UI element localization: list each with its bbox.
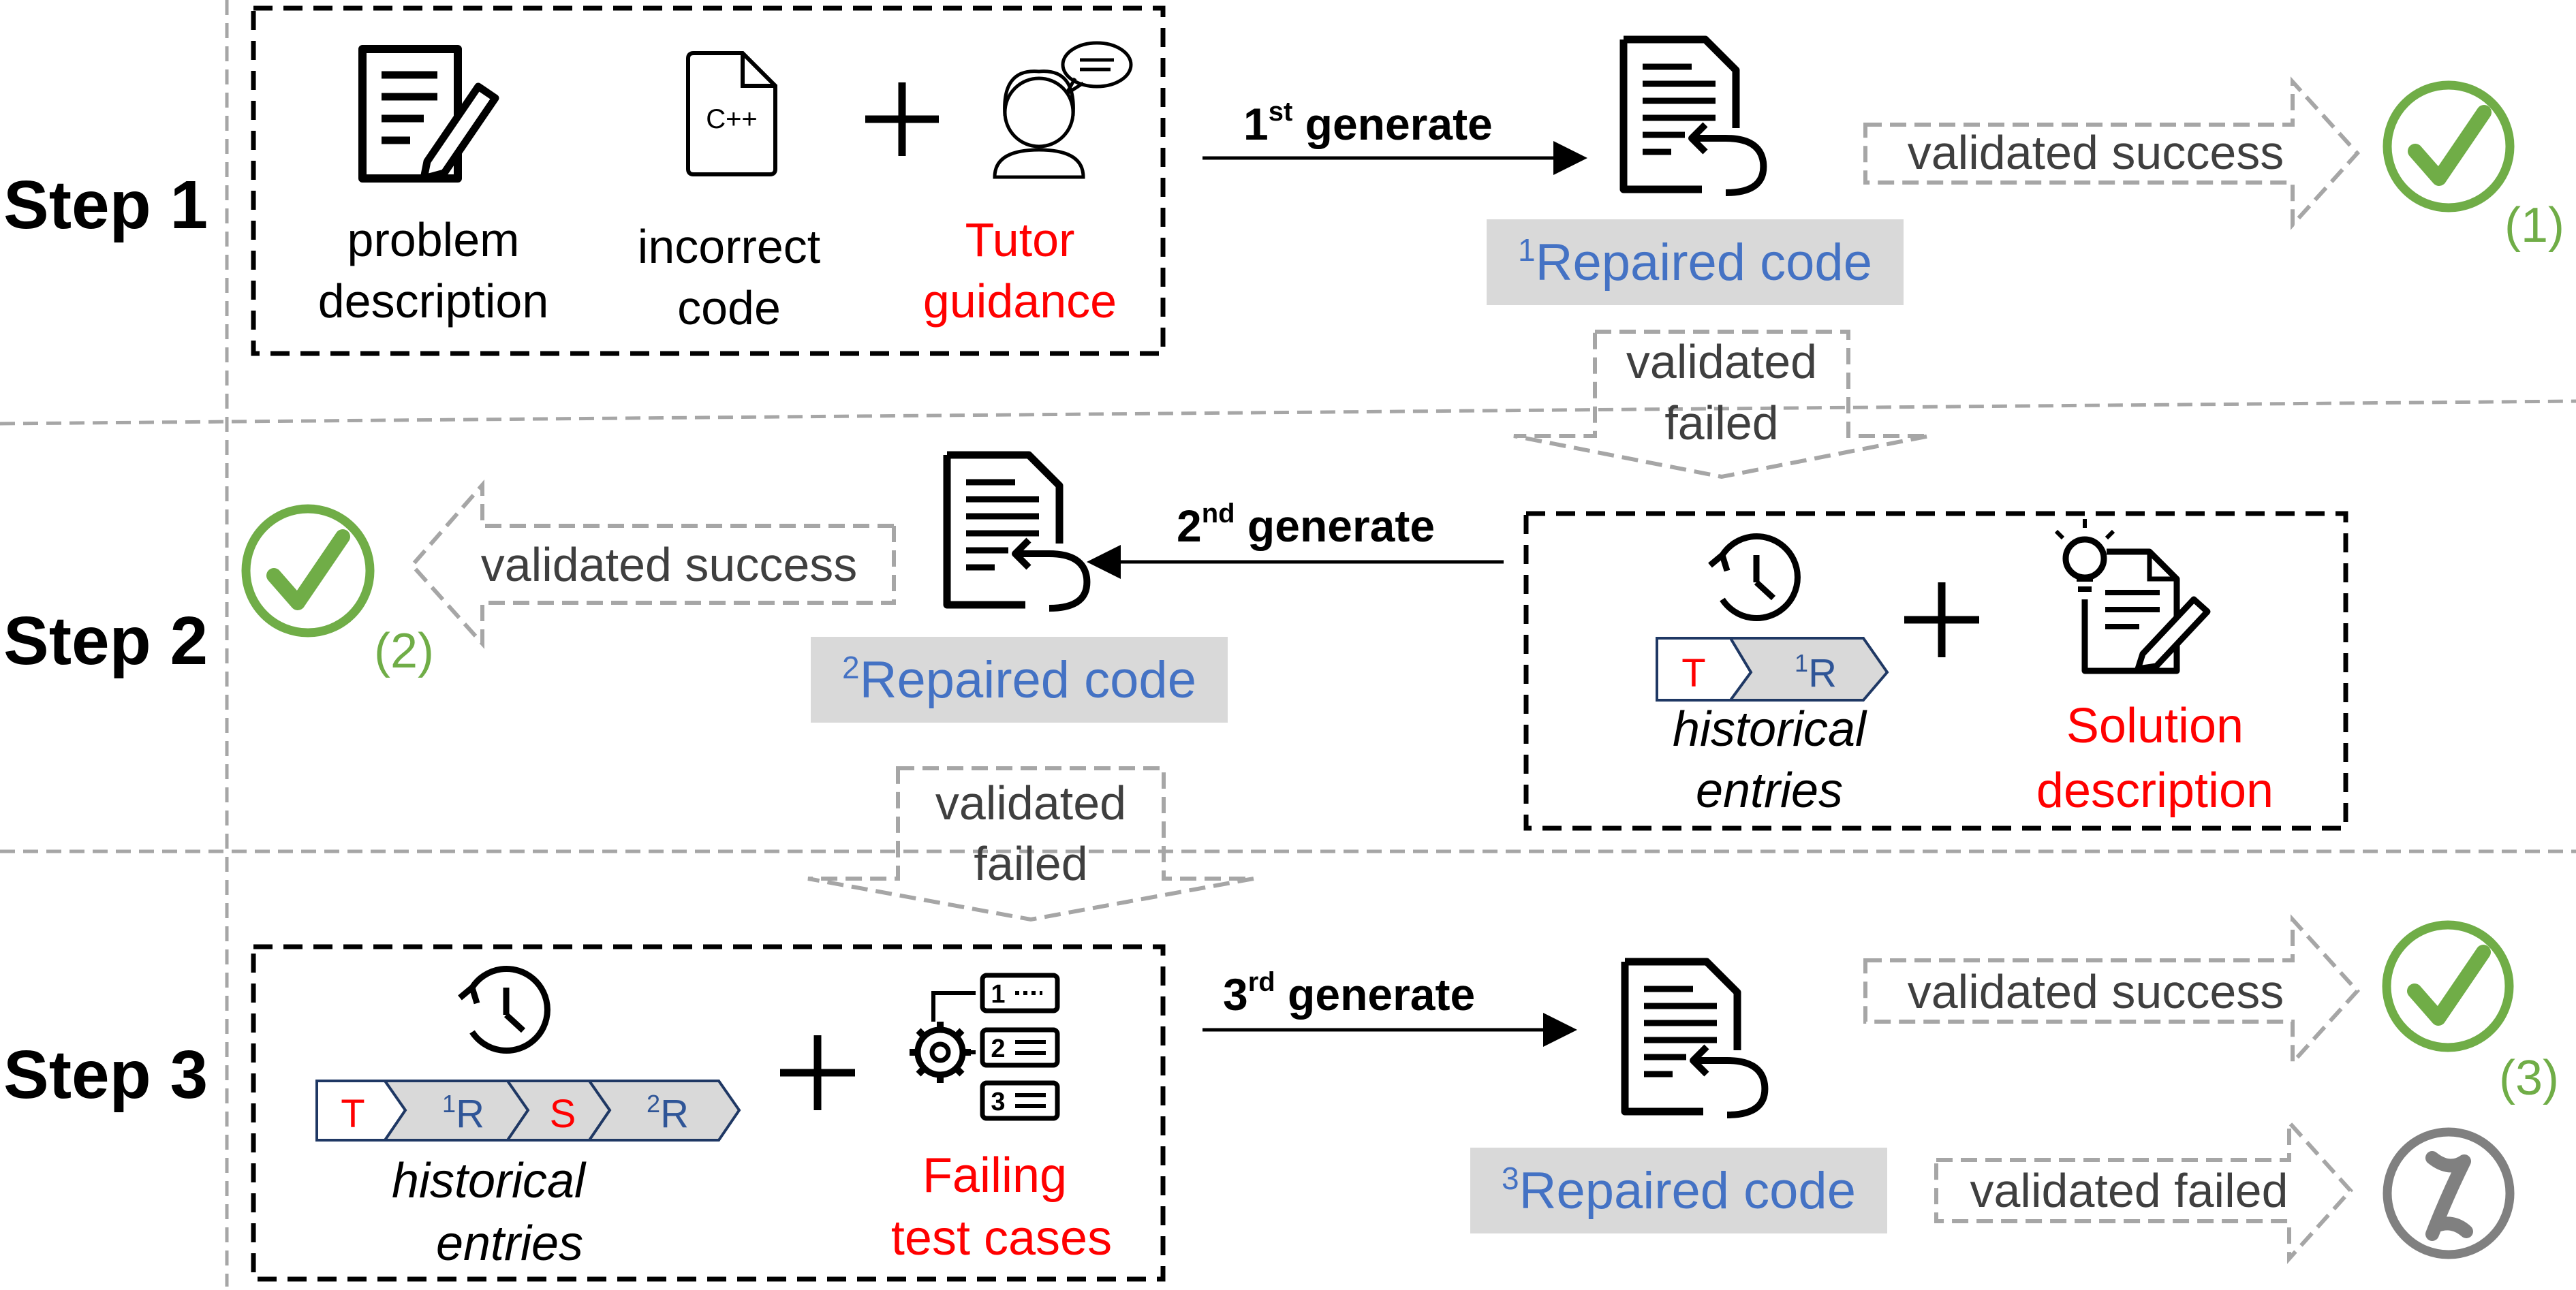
history-chip-step3-3-text: 2R bbox=[647, 1090, 689, 1136]
plus-icon bbox=[865, 82, 939, 156]
repaired-code-label-bg-3 bbox=[1470, 1148, 1887, 1233]
repaired-code-label-2: 2Repaired code bbox=[842, 650, 1196, 709]
failed-arrow-1-label-line1: validated bbox=[1626, 335, 1817, 388]
failed-label-3: validated failed bbox=[1970, 1164, 2288, 1217]
failed-arrow-2-label-line1: validated bbox=[935, 776, 1126, 830]
failed-arrow-1 bbox=[1513, 330, 1930, 479]
history-chip-step2-0: T bbox=[1656, 637, 1753, 702]
history-chip-step3-0: T bbox=[315, 1080, 407, 1142]
success-label-1: validated success bbox=[1908, 126, 2284, 179]
history-label-step2-line1: historical bbox=[1673, 702, 1867, 757]
incorrect-label-line1: incorrect bbox=[638, 220, 820, 273]
test-case-2: 2 bbox=[980, 1027, 1060, 1068]
gear-icon bbox=[910, 1022, 971, 1083]
success-arrow-2 bbox=[409, 479, 896, 649]
history-chip-step2-1-text: 1R bbox=[1795, 649, 1837, 695]
test-case-2-number: 2 bbox=[991, 1035, 1005, 1063]
repaired-code-label-3: 3Repaired code bbox=[1502, 1161, 1856, 1220]
check-icon-3 bbox=[2382, 920, 2514, 1052]
check-icon-2 bbox=[241, 504, 375, 638]
tutor-label-line2: guidance bbox=[923, 274, 1117, 328]
repaired-code-label-bg-1 bbox=[1487, 219, 1904, 305]
repaired-code-label-bg-2 bbox=[811, 637, 1228, 723]
history-label-step3-line2: entries bbox=[436, 1216, 583, 1271]
problem-label-line2: description bbox=[318, 274, 549, 328]
problem-label-line1: problem bbox=[347, 213, 520, 266]
plus-icon-step2 bbox=[1904, 582, 1979, 657]
history-chip-step3-3: 2R bbox=[587, 1080, 741, 1142]
test-case-1-number: 1 bbox=[991, 980, 1005, 1009]
history-clock-icon-step2 bbox=[1708, 533, 1801, 621]
problem-description-icon bbox=[358, 45, 499, 183]
history-chip-step3-1: 1R bbox=[382, 1080, 530, 1142]
failed-arrow-3 bbox=[1934, 1117, 2354, 1264]
tutor-icon bbox=[993, 41, 1133, 179]
history-clock-icon-step3 bbox=[458, 966, 550, 1054]
step-3-label: Step 3 bbox=[3, 1037, 208, 1113]
failing-label-line2: test cases bbox=[891, 1211, 1112, 1265]
repaired-document-icon-2 bbox=[943, 451, 1091, 612]
history-chip-step3-1-text: 1R bbox=[442, 1090, 484, 1136]
step-1-label: Step 1 bbox=[3, 167, 208, 243]
tutor-label-line1: Tutor bbox=[965, 213, 1075, 266]
test-cases-icon: 1 2 3 bbox=[910, 973, 1060, 1121]
history-label-step2-line2: entries bbox=[1696, 764, 1843, 818]
check-icon-1 bbox=[2383, 80, 2515, 213]
failing-label-line1: Failing bbox=[922, 1148, 1067, 1203]
test-case-3: 3 bbox=[980, 1080, 1060, 1121]
step3-input-box: T 1R S 2R historical entries bbox=[251, 944, 1166, 1282]
failed-arrow-2 bbox=[807, 766, 1254, 922]
incorrect-label-line2: code bbox=[677, 281, 781, 334]
solution-label-line2: description bbox=[2036, 764, 2274, 818]
code-file-icon-text: C++ bbox=[706, 104, 758, 134]
solution-label-line1: Solution bbox=[2066, 699, 2244, 753]
result-marker-1: (1) bbox=[2504, 198, 2564, 253]
failed-arrow-1-label-line2: failed bbox=[1664, 396, 1778, 450]
solution-idea-icon bbox=[2054, 519, 2211, 674]
success-arrow-3 bbox=[1863, 914, 2361, 1068]
success-label-3: validated success bbox=[1908, 965, 2284, 1018]
history-chip-step2-1: 1R bbox=[1728, 637, 1889, 702]
failed-arrow-2-label-line2: failed bbox=[974, 837, 1087, 890]
history-chip-step2-0-text: T bbox=[1681, 651, 1705, 695]
code-file-icon: C++ bbox=[686, 51, 777, 176]
success-arrow-1 bbox=[1863, 76, 2361, 230]
test-case-3-number: 3 bbox=[991, 1088, 1005, 1116]
result-marker-2: (2) bbox=[374, 624, 434, 678]
step1-input-box: problem description C++ incorrect code T… bbox=[251, 5, 1166, 356]
plus-icon-step3 bbox=[780, 1035, 855, 1110]
repaired-document-icon-1 bbox=[1619, 35, 1767, 196]
step-2-label: Step 2 bbox=[3, 603, 208, 679]
row-divider-1 bbox=[0, 399, 2576, 426]
success-label-2: validated success bbox=[481, 538, 858, 591]
history-chip-step3-0-text: T bbox=[341, 1092, 364, 1136]
generate-label-3: 3rd generate bbox=[1223, 967, 1475, 1020]
history-chip-step3-2-text: S bbox=[550, 1092, 576, 1136]
generate-label-2: 2nd generate bbox=[1177, 499, 1435, 551]
test-case-1: 1 bbox=[980, 973, 1060, 1013]
step2-input-box: T 1R historical entries Solution bbox=[1523, 511, 2348, 831]
result-marker-3: (3) bbox=[2499, 1051, 2559, 1105]
repaired-code-label-1: 1Repaired code bbox=[1518, 232, 1872, 292]
history-label-step3-line1: historical bbox=[392, 1154, 587, 1208]
repaired-document-icon-3 bbox=[1621, 958, 1769, 1118]
generate-label-1: 1st generate bbox=[1243, 97, 1493, 149]
cross-icon-3 bbox=[2383, 1127, 2515, 1259]
